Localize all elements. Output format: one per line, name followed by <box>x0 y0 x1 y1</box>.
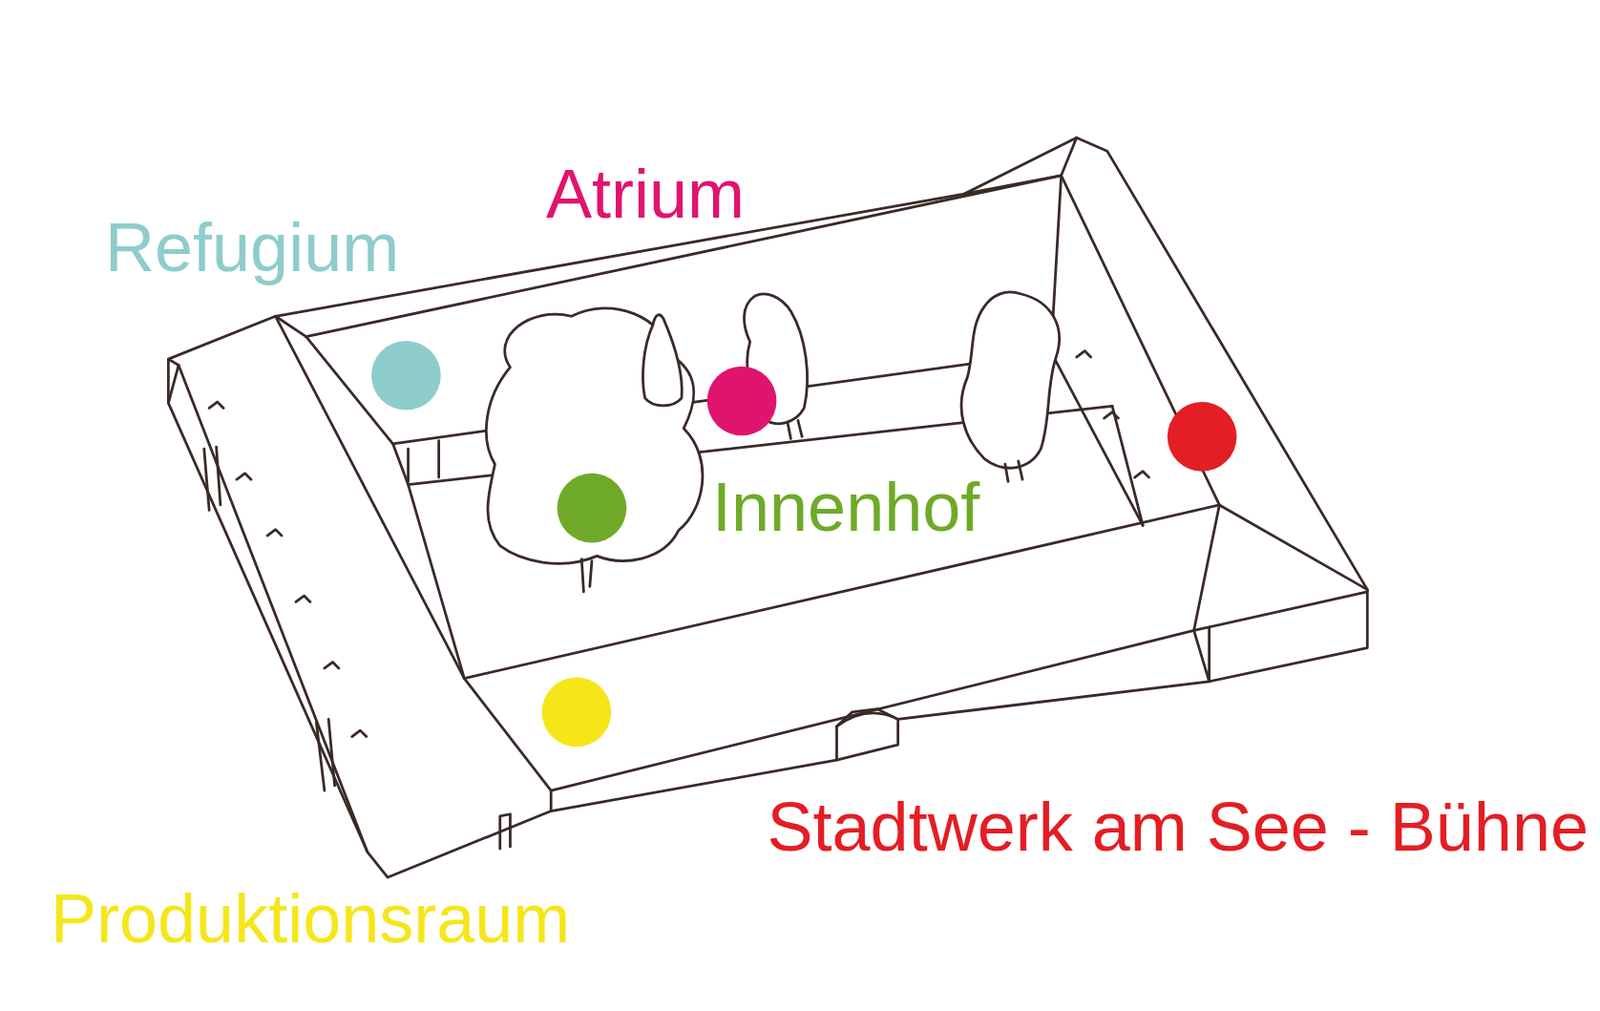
area-label: Stadtwerk am See - Bühne <box>767 792 1589 862</box>
area-label: Produktionsraum <box>50 884 570 953</box>
area-label: Innenhof <box>712 472 980 542</box>
area-label: Refugium <box>105 212 400 282</box>
area-label: Atrium <box>546 159 745 229</box>
